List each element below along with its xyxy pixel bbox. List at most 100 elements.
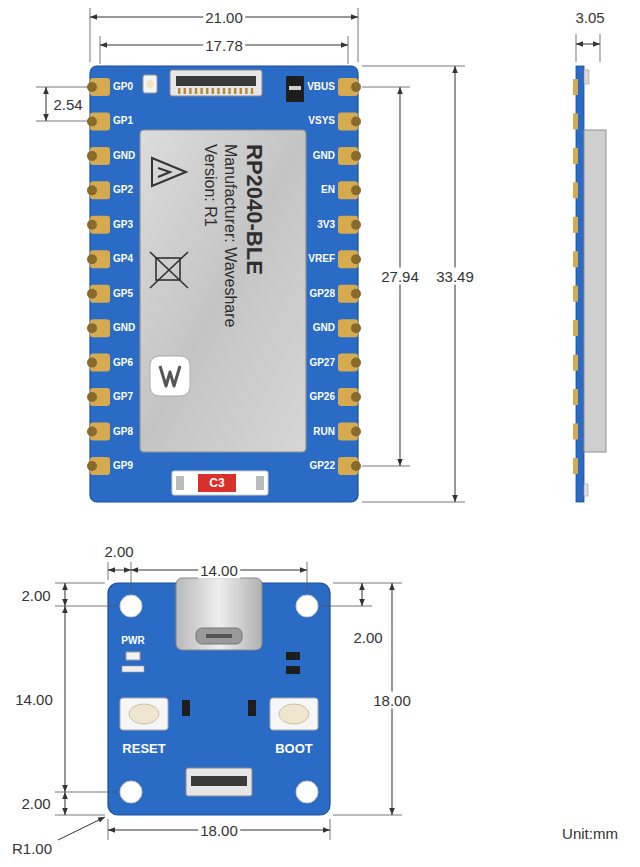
resistor	[122, 666, 144, 672]
resistor	[182, 700, 190, 716]
dimension-label: 18.00	[198, 822, 240, 839]
dimension-label: 2.00	[102, 543, 135, 560]
dimension-line	[46, 87, 47, 121]
pad-hole	[351, 358, 361, 368]
leader-line	[58, 817, 105, 840]
pin-label: VREF	[308, 254, 335, 264]
pin-label: GP5	[113, 289, 133, 299]
pad-hole	[351, 427, 361, 437]
dimension-label: 14.00	[198, 562, 240, 579]
fpc-teeth	[178, 88, 253, 94]
weee-cross	[150, 252, 188, 288]
extension-line	[576, 34, 600, 62]
mount-hole	[120, 595, 142, 617]
side-pad	[573, 424, 578, 440]
pad-hole	[351, 461, 361, 471]
pad-hole	[351, 254, 361, 264]
fpc-pin	[228, 88, 230, 94]
dimension-line	[362, 583, 363, 606]
pad-hole	[351, 220, 361, 230]
fpc-slot	[191, 776, 247, 786]
extension-line	[108, 819, 330, 840]
pad-hole	[87, 461, 97, 471]
side-shield	[584, 130, 606, 452]
fpc-pin	[223, 88, 225, 94]
pin-label: GND	[113, 323, 135, 333]
pad-hole	[87, 254, 97, 264]
dimension-label: 33.49	[434, 268, 476, 285]
extension-line	[108, 562, 307, 593]
pin-label: GP6	[113, 358, 133, 368]
pin-label: GP26	[309, 392, 335, 402]
fpc-slot	[176, 76, 256, 86]
button-cap	[129, 704, 159, 724]
pad-hole	[351, 82, 361, 92]
fpc-pin	[184, 88, 186, 94]
pad-hole	[351, 116, 361, 126]
solder-pad	[256, 476, 264, 490]
pad-hole	[87, 289, 97, 299]
pin-label: GP0	[113, 82, 133, 92]
extension-line	[36, 87, 88, 121]
pin-label: GP7	[113, 392, 133, 402]
fpc-pin	[195, 88, 197, 94]
pad-hole	[351, 289, 361, 299]
pad-hole	[87, 358, 97, 368]
extension-line	[100, 36, 348, 64]
usb-c-tongue	[206, 634, 232, 638]
side-connector	[584, 70, 589, 84]
dimension-label: 18.00	[371, 692, 413, 709]
pad-hole	[87, 185, 97, 195]
pin-label: RUN	[313, 427, 335, 437]
pcb-board	[90, 66, 358, 502]
logo-mark	[160, 366, 180, 386]
shield-can: RP2040-BLEManufacturer: WaveshareVersion…	[140, 130, 306, 452]
castellated-pads	[87, 78, 361, 475]
part-label: C3	[209, 477, 224, 489]
pin-label: GND	[313, 151, 335, 161]
pin-label: VBUS	[307, 82, 335, 92]
side-pad	[573, 113, 578, 129]
rotated-text-frame: RP2040-BLEManufacturer: WaveshareVersion…	[140, 130, 306, 452]
pad-hole	[351, 392, 361, 402]
diode	[286, 76, 304, 102]
resistor	[248, 700, 256, 716]
dimension-line	[65, 583, 66, 606]
dimension-line	[108, 570, 131, 571]
side-pad	[573, 458, 578, 474]
dimension-label: 2.54	[51, 96, 84, 113]
dimension-label: 3.05	[573, 9, 606, 26]
solder-pad	[176, 476, 184, 490]
side-pad	[573, 389, 578, 405]
side-pad	[573, 182, 578, 198]
diode-band	[289, 86, 301, 90]
fpc-pin	[200, 88, 202, 94]
dimension-label: 14.00	[13, 691, 55, 708]
pad-hole	[87, 151, 97, 161]
fpc-pin	[240, 88, 242, 94]
pin-label: 3V3	[317, 220, 335, 230]
pad-hole	[87, 220, 97, 230]
mount-hole	[296, 595, 318, 617]
side-pad	[573, 217, 578, 233]
side-pad	[573, 320, 578, 336]
dimension-label: 27.94	[379, 268, 421, 285]
mount-hole	[120, 781, 142, 803]
pin-label: GP8	[113, 427, 133, 437]
extension-line	[90, 8, 358, 62]
pin-label: EN	[321, 185, 335, 195]
pin-label: GND	[313, 323, 335, 333]
pad-hole	[351, 323, 361, 333]
dimension-label: 2.00	[351, 629, 384, 646]
label-pad	[172, 471, 268, 495]
fpc-connector	[186, 768, 252, 796]
pin-label: GP22	[309, 461, 335, 471]
button-label: RESET	[122, 742, 165, 755]
shield-can-outline	[140, 130, 306, 452]
led-lens	[146, 80, 154, 88]
pin-label: GP4	[113, 254, 133, 264]
fpc-pin	[217, 88, 219, 94]
button-cap	[279, 704, 309, 724]
extension-line	[55, 583, 118, 815]
